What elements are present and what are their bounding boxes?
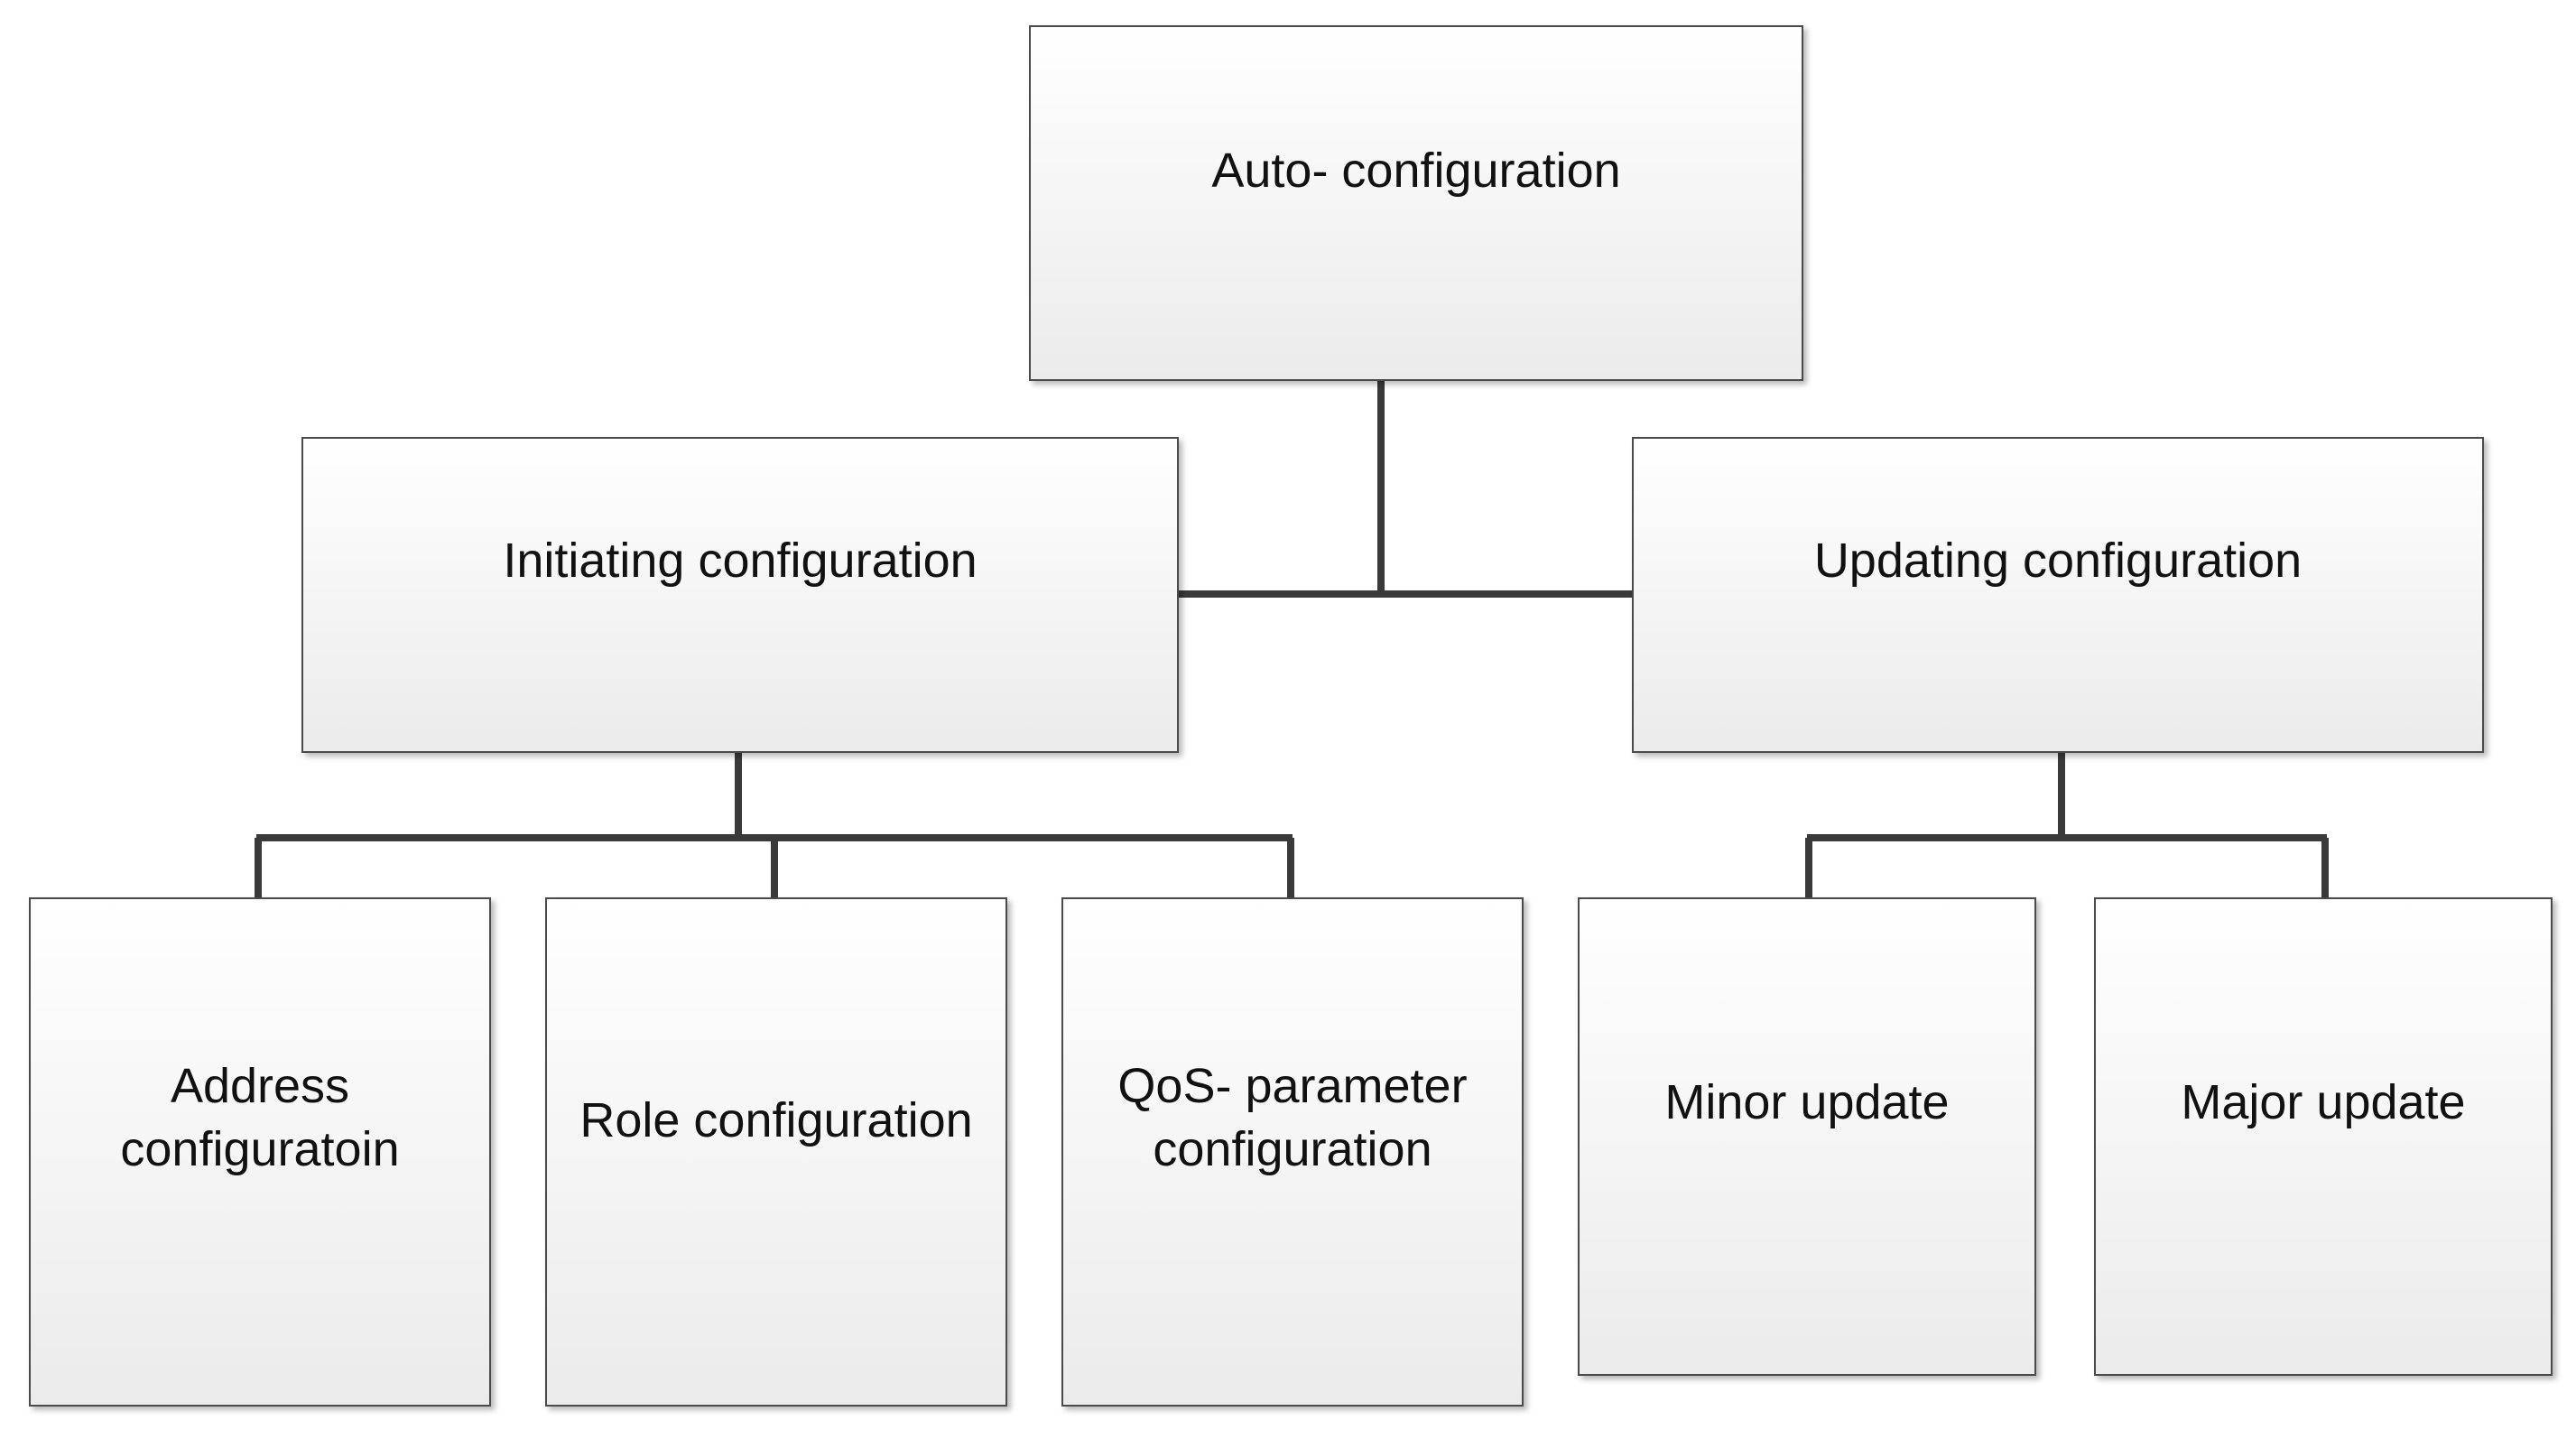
- node-qos-parameter-configuration: QoS- parameter configuration: [1061, 897, 1524, 1407]
- node-label: Address configuratoin: [120, 1059, 400, 1176]
- node-auto-configuration: Auto- configuration: [1029, 25, 1803, 381]
- node-label: QoS- parameter configuration: [1117, 1059, 1468, 1176]
- node-label: Initiating configuration: [503, 534, 978, 588]
- node-minor-update: Minor update: [1578, 897, 2036, 1376]
- node-label: Updating configuration: [1813, 534, 2303, 588]
- node-updating-configuration: Updating configuration: [1632, 437, 2484, 753]
- node-label: Auto- configuration: [1211, 144, 1621, 198]
- node-label: Minor update: [1664, 1075, 1950, 1129]
- node-label: Major update: [2181, 1075, 2466, 1129]
- node-initiating-configuration: Initiating configuration: [301, 437, 1179, 753]
- node-address-configuration: Address configuratoin: [29, 897, 491, 1407]
- node-role-configuration: Role configuration: [545, 897, 1007, 1407]
- node-major-update: Major update: [2094, 897, 2553, 1376]
- node-label: Role configuration: [579, 1093, 973, 1147]
